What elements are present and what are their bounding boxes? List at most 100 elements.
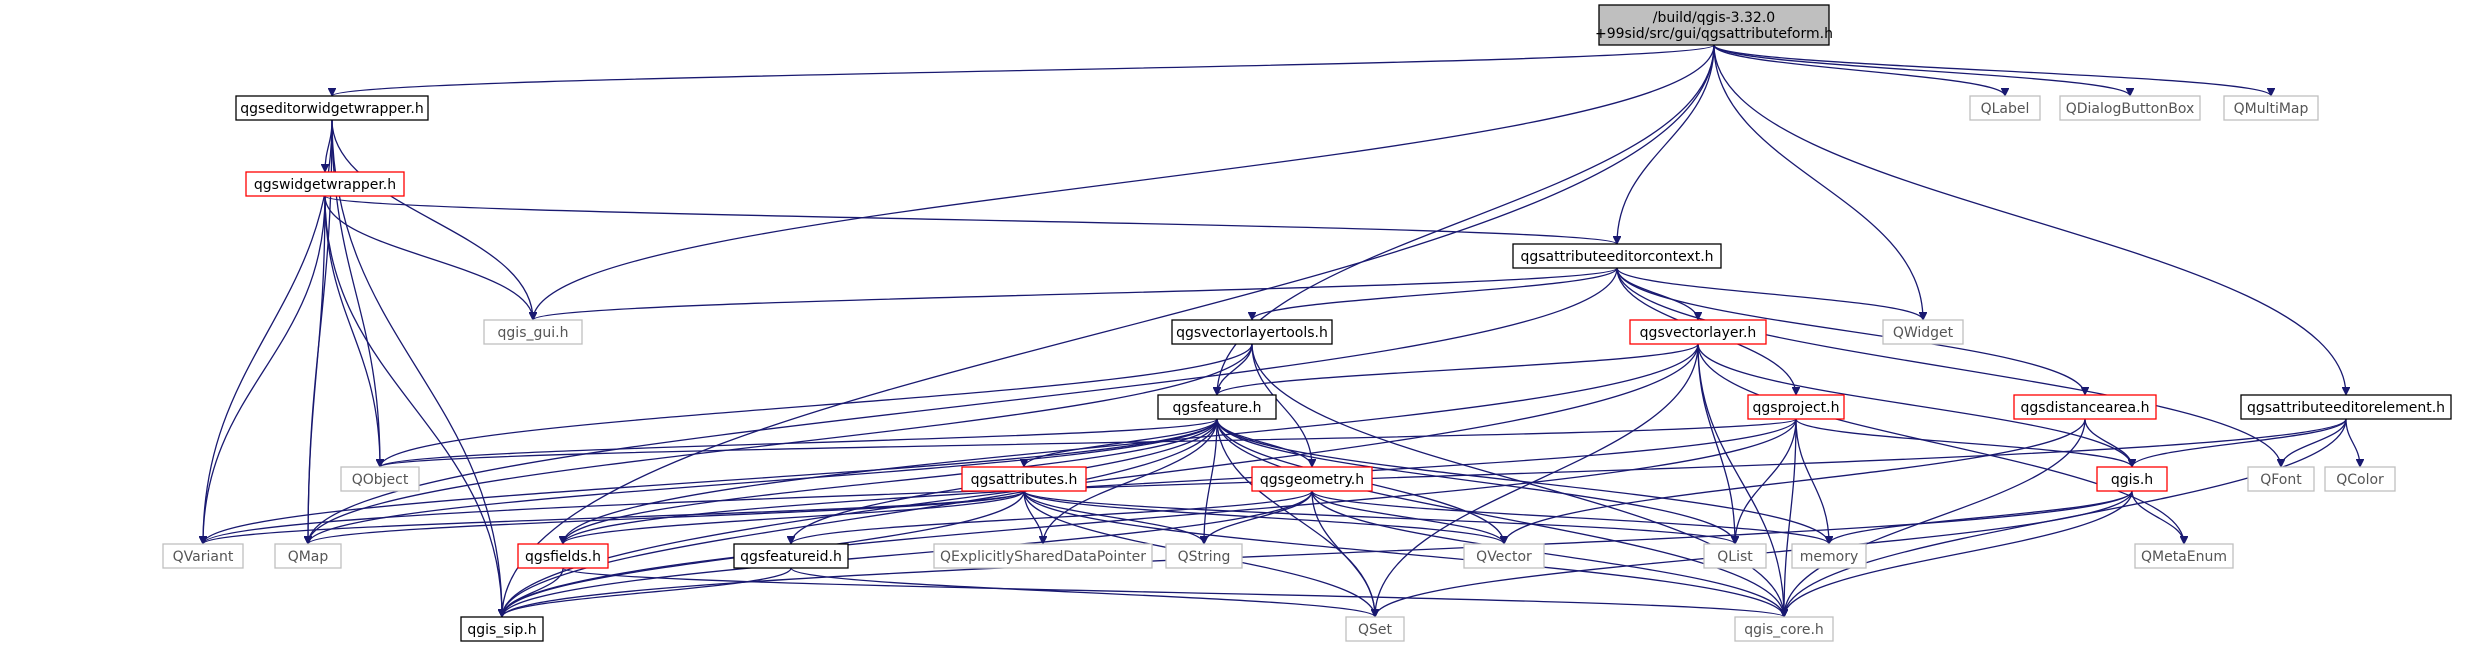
- node-label: QDialogButtonBox: [2066, 101, 2195, 117]
- node-label: QVariant: [173, 549, 234, 565]
- node-qgsattributeeditorelement[interactable]: qgsattributeeditorelement.h: [2240, 394, 2452, 420]
- node-box: [733, 543, 849, 569]
- node-qgseditorwidgetwrapper[interactable]: qgseditorwidgetwrapper.h: [235, 95, 429, 121]
- edge-qgsfeature-to-qgis_core: [1216, 418, 1784, 617]
- node-qgis_h[interactable]: qgis.h: [2096, 466, 2168, 492]
- node-box: [2013, 394, 2157, 420]
- edge-root-to-qgseditorwidgetwrapper: [332, 44, 1715, 97]
- node-label: QList: [1717, 549, 1753, 565]
- node-qgsvectorlayer[interactable]: qgsvectorlayer.h: [1629, 319, 1767, 345]
- node-qgsfeatureid[interactable]: qgsfeatureid.h: [733, 543, 849, 569]
- node-qgsattributes[interactable]: qgsattributes.h: [961, 466, 1087, 492]
- node-box: [2247, 466, 2315, 492]
- edge-qgseditorwidgetwrapper-to-qgis_gui: [331, 119, 533, 320]
- edge-qgsproject-to-qlist: [1735, 418, 1797, 544]
- node-box: [460, 616, 544, 642]
- node-box: [235, 95, 429, 121]
- node-label: qgis_sip.h: [467, 622, 536, 638]
- edge-qgsfeature-to-qgis_sip: [502, 418, 1218, 617]
- edge-qgsfeatureid-to-qset: [790, 567, 1375, 618]
- node-label: qgsfields.h: [525, 549, 601, 565]
- node-qgsfeature[interactable]: qgsfeature.h: [1157, 394, 1277, 420]
- edge-qgsattributes-to-qvariant: [203, 490, 1025, 545]
- node-label: QString: [1178, 549, 1231, 565]
- node-box: [2134, 543, 2234, 569]
- node-box: [1157, 394, 1277, 420]
- node-label: qgsattributeeditorcontext.h: [1520, 249, 1713, 265]
- node-box: [162, 543, 244, 569]
- node-box: [2223, 95, 2319, 121]
- node-label: QLabel: [1981, 101, 2030, 117]
- node-label: QExplicitlySharedDataPointer: [940, 549, 1146, 565]
- node-qcolor: QColor: [2324, 466, 2396, 492]
- node-box: [1598, 4, 1830, 46]
- node-label: memory: [1800, 549, 1859, 565]
- edge-qgsvectorlayertools-to-qgsgeometry: [1251, 343, 1312, 467]
- edge-qgsvectorlayer-to-qgis_core: [1697, 343, 1784, 617]
- node-qmetaenum: QMetaEnum: [2134, 543, 2234, 569]
- node-box: [1747, 394, 1845, 420]
- node-label: qgsvectorlayertools.h: [1176, 325, 1328, 341]
- edge-qgsfeature-to-memory: [1216, 418, 1829, 545]
- node-box: [1734, 616, 1834, 642]
- edge-root-to-qmultimap: [1713, 44, 2271, 97]
- edge-qgsvectorlayer-to-qgis_h: [1697, 343, 2132, 468]
- edge-qgis_h-to-qgis_core: [1784, 490, 2133, 617]
- edge-root-to-qgsattributeeditorcontext: [1617, 44, 1715, 244]
- edge-qgsproject-to-qgsfields: [563, 418, 1797, 545]
- node-label: qgsattributes.h: [971, 472, 1078, 488]
- edge-qgsfeature-to-qstring: [1204, 418, 1218, 544]
- node-box: [1791, 543, 1867, 569]
- node-box: [1171, 319, 1333, 345]
- node-memory: memory: [1791, 543, 1867, 569]
- edge-qgswidgetwrapper-to-qvariant: [203, 195, 326, 544]
- node-label: qgseditorwidgetwrapper.h: [240, 101, 423, 117]
- edge-qgsdistancearea-to-qgis_core: [1784, 418, 2086, 617]
- node-label: /build/qgis-3.32.0: [1653, 10, 1775, 26]
- node-qgsdistancearea[interactable]: qgsdistancearea.h: [2013, 394, 2157, 420]
- edge-qgsfeatureid-to-qgis_sip: [502, 567, 792, 618]
- edge-qgswidgetwrapper-to-qgis_sip: [324, 195, 502, 617]
- node-qgswidgetwrapper[interactable]: qgswidgetwrapper.h: [245, 171, 405, 197]
- edge-qgswidgetwrapper-to-qgis_gui: [324, 195, 533, 320]
- node-box: [245, 171, 405, 197]
- node-qgis_core: qgis_core.h: [1734, 616, 1834, 642]
- edge-qgsattributes-to-qstring: [1023, 490, 1204, 545]
- edge-qgsproject-to-qobject: [380, 418, 1797, 468]
- node-box: [1165, 543, 1243, 569]
- node-box: [340, 466, 420, 492]
- edge-qgswidgetwrapper-to-qgsattributeeditorcontext: [324, 195, 1617, 245]
- node-root[interactable]: /build/qgis-3.32.0+99sid/src/gui/qgsattr…: [1595, 4, 1833, 46]
- edge-qgsgeometry-to-qvector: [1311, 490, 1504, 545]
- node-box: [1463, 543, 1545, 569]
- edge-qgsvectorlayer-to-qmetaenum: [1697, 343, 2184, 544]
- node-qgis_sip[interactable]: qgis_sip.h: [460, 616, 544, 642]
- node-qexplicitlyshareddatapointer: QExplicitlySharedDataPointer: [933, 543, 1153, 569]
- edge-qgswidgetwrapper-to-qmap: [308, 195, 326, 544]
- node-label: QObject: [352, 472, 409, 488]
- node-qgsproject[interactable]: qgsproject.h: [1747, 394, 1845, 420]
- node-qdialogbuttonbox: QDialogButtonBox: [2059, 95, 2201, 121]
- node-box: [274, 543, 342, 569]
- node-label: qgis.h: [2111, 472, 2153, 488]
- graph-nodes: /build/qgis-3.32.0+99sid/src/gui/qgsattr…: [162, 4, 2452, 642]
- node-box: [1629, 319, 1767, 345]
- node-box: [961, 466, 1087, 492]
- node-box: [517, 543, 609, 569]
- edge-qgsfeature-to-qexplicitlyshareddatapointer: [1043, 418, 1218, 544]
- node-box: [2240, 394, 2452, 420]
- node-qgsvectorlayertools[interactable]: qgsvectorlayertools.h: [1171, 319, 1333, 345]
- node-qobject: QObject: [340, 466, 420, 492]
- node-qgsattributeeditorcontext[interactable]: qgsattributeeditorcontext.h: [1512, 243, 1722, 269]
- node-box: [1703, 543, 1767, 569]
- node-qset: QSet: [1345, 616, 1405, 642]
- edge-qgsattributes-to-qvector: [1023, 490, 1504, 545]
- node-label: QWidget: [1893, 325, 1954, 341]
- node-qgsgeometry[interactable]: qgsgeometry.h: [1251, 466, 1373, 492]
- edge-root-to-qgis_gui: [533, 44, 1715, 320]
- node-label: qgsproject.h: [1753, 400, 1840, 416]
- edge-qgsproject-to-qgis_core: [1784, 418, 1797, 617]
- edge-qgsfields-to-qgis_core: [562, 567, 1784, 618]
- node-box: [1512, 243, 1722, 269]
- node-qgsfields[interactable]: qgsfields.h: [517, 543, 609, 569]
